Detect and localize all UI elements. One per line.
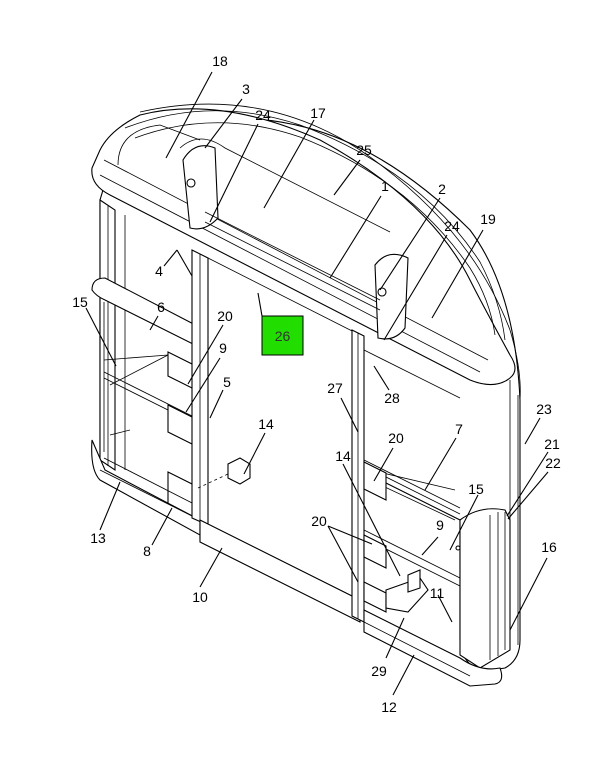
callout-9-right[interactable]: 9 <box>436 517 444 533</box>
callout-13[interactable]: 13 <box>90 530 106 546</box>
callout-9[interactable]: 9 <box>219 340 227 356</box>
callout-20[interactable]: 20 <box>217 308 233 324</box>
callout-20-lower[interactable]: 20 <box>311 513 327 529</box>
callout-18[interactable]: 18 <box>212 53 228 69</box>
callout-labels: 18 3 24 17 25 1 2 24 19 4 15 6 20 9 5 27… <box>72 53 561 715</box>
callout-15[interactable]: 15 <box>72 294 88 310</box>
callout-15-right[interactable]: 15 <box>468 481 484 497</box>
callout-29[interactable]: 29 <box>371 663 387 679</box>
callout-23[interactable]: 23 <box>536 401 552 417</box>
callout-14[interactable]: 14 <box>258 416 274 432</box>
panel-body <box>91 103 521 687</box>
callout-2[interactable]: 2 <box>438 181 446 197</box>
callout-24[interactable]: 24 <box>255 107 271 123</box>
callout-17[interactable]: 17 <box>310 105 326 121</box>
callout-28[interactable]: 28 <box>384 390 400 406</box>
callout-24-right[interactable]: 24 <box>444 218 460 234</box>
callout-3[interactable]: 3 <box>242 81 250 97</box>
callout-22[interactable]: 22 <box>545 455 561 471</box>
callout-1[interactable]: 1 <box>381 178 389 194</box>
callout-4[interactable]: 4 <box>155 263 163 279</box>
callout-7[interactable]: 7 <box>455 421 463 437</box>
callout-19[interactable]: 19 <box>480 211 496 227</box>
highlight-label: 26 <box>275 328 291 344</box>
callout-27[interactable]: 27 <box>327 380 343 396</box>
callout-5[interactable]: 5 <box>223 374 231 390</box>
callout-8[interactable]: 8 <box>143 543 151 559</box>
highlight-box <box>261 315 304 356</box>
callout-11[interactable]: 11 <box>430 585 445 601</box>
callout-10[interactable]: 10 <box>192 589 208 605</box>
callout-20-right[interactable]: 20 <box>388 430 404 446</box>
callout-16[interactable]: 16 <box>541 539 557 555</box>
leader-lines <box>85 71 549 696</box>
highlight-callout-26[interactable]: 26 <box>257 292 304 356</box>
callout-14-right[interactable]: 14 <box>335 448 351 464</box>
callout-21[interactable]: 21 <box>544 436 560 452</box>
callout-12[interactable]: 12 <box>381 699 397 715</box>
callout-25[interactable]: 25 <box>356 142 372 158</box>
callout-6[interactable]: 6 <box>157 299 165 315</box>
